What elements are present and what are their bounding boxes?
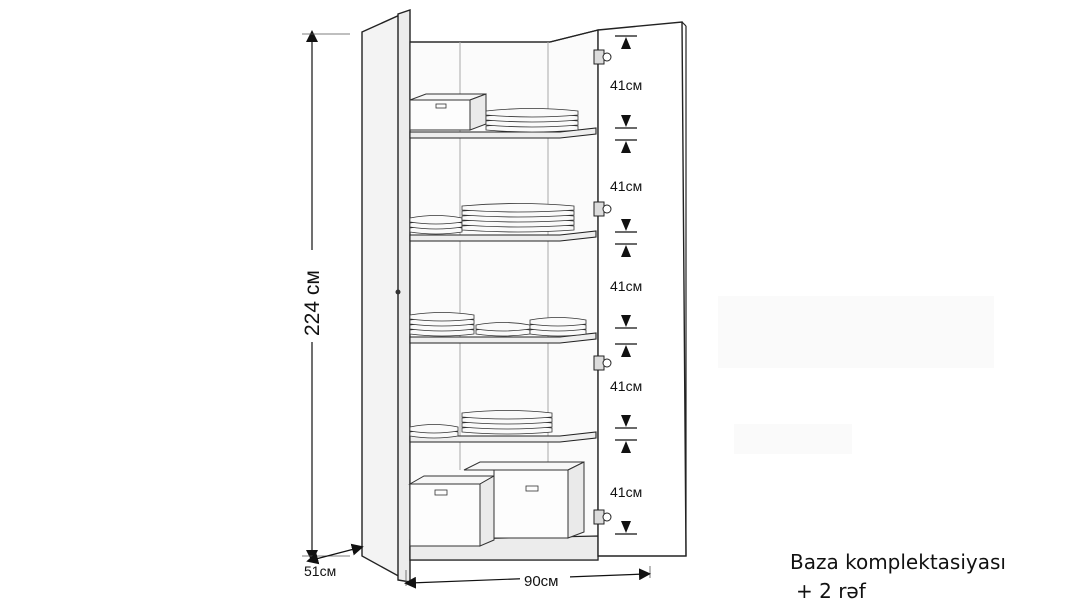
clothes-stacks: [409, 108, 587, 439]
shelf: [409, 332, 597, 344]
storage-box-bottom-right: [463, 461, 585, 539]
folded-clothing: [409, 215, 463, 225]
shelf: [409, 127, 597, 139]
hinge: [593, 49, 612, 65]
gap-dimension: [615, 439, 637, 535]
caption-line-1: Baza komplektasiyası: [790, 550, 1006, 574]
caption-line-2: + 2 rəf: [796, 579, 866, 603]
height-label: 224 см: [301, 270, 324, 336]
width-label: 90см: [524, 573, 559, 590]
gap-label-3: 41см: [610, 278, 642, 294]
folded-clothing: [409, 312, 475, 322]
depth-dimension-line: [306, 543, 364, 565]
storage-box-bottom-left: [408, 475, 496, 547]
folded-clothing: [461, 203, 575, 213]
hinge: [593, 201, 612, 217]
folded-clothing: [461, 410, 553, 420]
depth-label: 51см: [304, 563, 336, 579]
storage-box-top: [409, 93, 487, 131]
folded-clothing: [485, 108, 579, 118]
faint-block: [718, 296, 994, 368]
gap-dimension: [615, 343, 637, 429]
shelf: [409, 230, 597, 242]
side-panel: [361, 12, 403, 580]
folded-clothing: [475, 322, 531, 332]
shelves: [409, 127, 597, 443]
gap-label-4: 41см: [610, 378, 642, 394]
caption: Baza komplektasiyası + 2 rəf: [790, 548, 1006, 606]
gap-dimension: [615, 243, 637, 329]
folded-clothing: [529, 317, 587, 327]
shelf-gap-dimensions: [615, 35, 637, 535]
gap-dimension: [615, 139, 637, 233]
hinge: [593, 355, 612, 371]
faint-block: [734, 424, 852, 454]
gap-label-1: 41см: [610, 77, 642, 93]
folded-clothing: [409, 424, 459, 434]
gap-label-5: 41см: [610, 484, 642, 500]
left-door-edge: [397, 9, 411, 583]
gap-dimension: [615, 35, 637, 129]
door-hinges: [593, 49, 612, 525]
hinge: [593, 509, 612, 525]
shelf: [409, 431, 597, 443]
top-panel-diag: [549, 29, 599, 43]
gap-label-2: 41см: [610, 178, 642, 194]
left-door-handle: [395, 289, 401, 295]
